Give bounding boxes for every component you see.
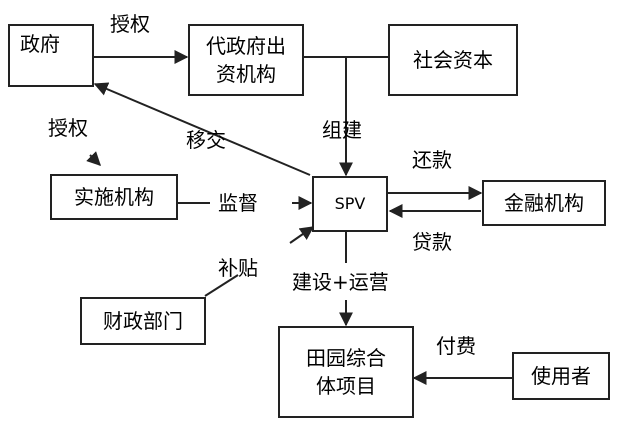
edge-label-supervise: 监督 (218, 191, 258, 215)
edge-finance-to-spv-arrow (289, 226, 315, 244)
node-social-capital-label: 社会资本 (413, 48, 493, 72)
node-finance-department-label: 财政部门 (103, 309, 183, 333)
node-agent-line2: 资机构 (216, 62, 276, 86)
node-implementing-agency-label: 实施机构 (74, 185, 154, 209)
edge-label-authorize-left: 授权 (48, 116, 88, 140)
edge-label-authorize-top: 授权 (110, 12, 150, 36)
edge-label-loan: 贷款 (412, 230, 452, 254)
node-project-line2: 体项目 (316, 374, 376, 398)
node-user: 使用者 (512, 352, 610, 400)
node-agent: 代政府出 资机构 (188, 24, 304, 96)
edge-spv-to-gov (93, 82, 311, 176)
node-financial-institution-label: 金融机构 (504, 191, 584, 215)
node-government-label: 政府 (20, 32, 60, 56)
node-government: 政府 (8, 24, 94, 87)
edge-label-repay: 还款 (412, 148, 452, 172)
edge-label-transfer: 移交 (186, 128, 226, 152)
node-implementing-agency: 实施机构 (50, 174, 178, 220)
edge-finance-to-spv (204, 274, 239, 297)
node-project-line1: 田园综合 (306, 346, 386, 370)
edge-label-establish: 组建 (322, 118, 362, 142)
edge-label-build-operate: 建设+运营 (292, 270, 389, 294)
edge-label-subsidy: 补贴 (218, 256, 258, 280)
node-user-label: 使用者 (531, 364, 591, 388)
node-social-capital: 社会资本 (388, 24, 518, 96)
node-spv: SPV (312, 176, 388, 232)
node-finance-department: 财政部门 (80, 297, 206, 345)
node-financial-institution: 金融机构 (482, 180, 606, 226)
edge-gov-to-agency-tick (86, 151, 101, 166)
node-spv-label: SPV (334, 194, 366, 213)
node-project: 田园综合 体项目 (278, 326, 414, 418)
edge-label-pay-fee: 付费 (436, 334, 476, 358)
node-agent-line1: 代政府出 (206, 34, 286, 58)
